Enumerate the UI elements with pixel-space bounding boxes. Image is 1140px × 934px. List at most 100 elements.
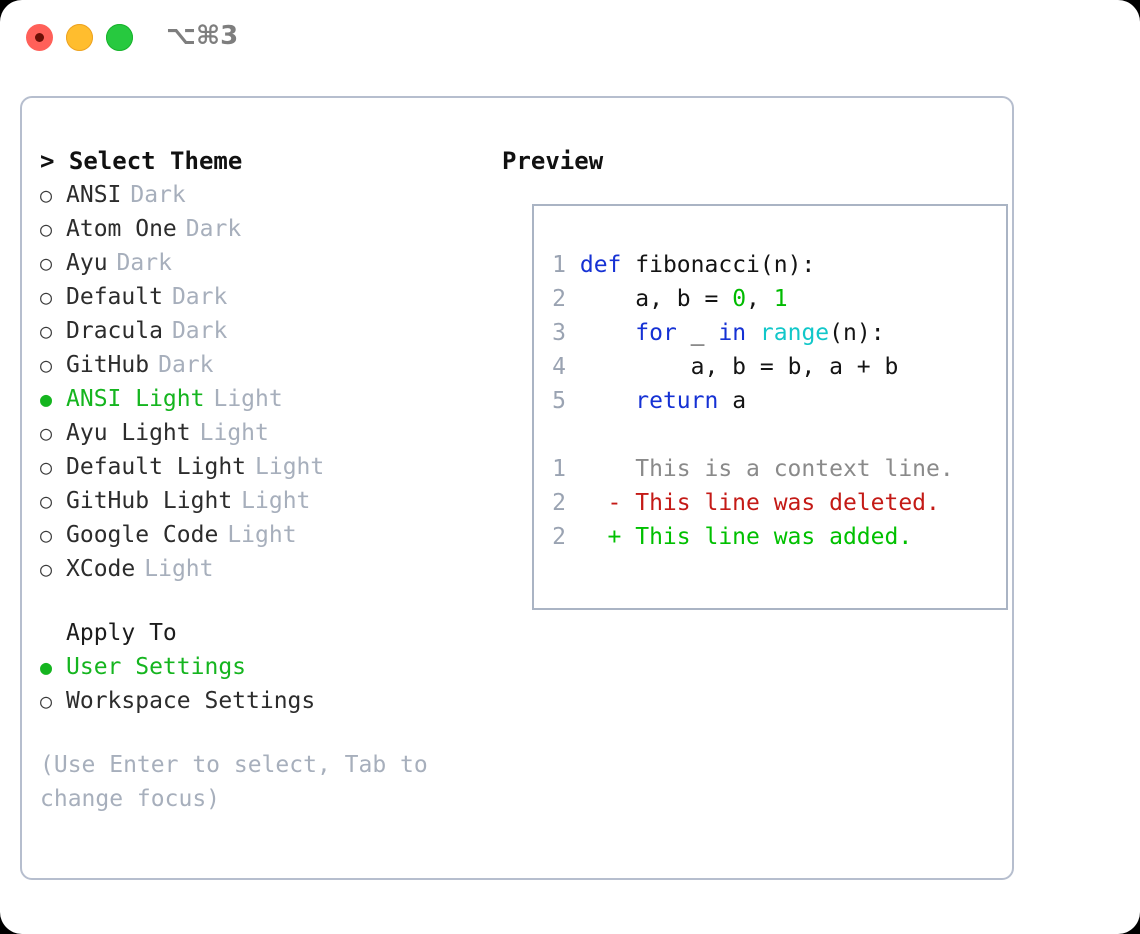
theme-option-kind: Dark bbox=[158, 352, 214, 378]
code-line: 4 a, b = b, a + b bbox=[544, 350, 898, 384]
radio-selected-icon: ● bbox=[40, 655, 53, 679]
theme-option-name: GitHub bbox=[66, 352, 150, 378]
theme-option-name: Default Light bbox=[66, 454, 247, 480]
theme-option[interactable]: ○ ANSI Dark bbox=[40, 178, 490, 212]
code-token: a, b = b, a + b bbox=[579, 354, 899, 380]
theme-option[interactable]: ● ANSI Light Light bbox=[40, 382, 490, 416]
code-token: , bbox=[746, 286, 774, 312]
radio-unselected-icon: ○ bbox=[40, 455, 53, 479]
radio-selected-icon: ● bbox=[40, 387, 53, 411]
radio-unselected-icon: ○ bbox=[40, 183, 53, 207]
apply-to-option[interactable]: ○ Workspace Settings bbox=[40, 684, 490, 718]
preview-pane: Preview 1 def fibonacci(n):2 a, b = 0, 1… bbox=[502, 144, 1008, 610]
theme-picker-heading: > Select Theme bbox=[40, 147, 243, 175]
apply-to-label: Apply To bbox=[66, 620, 177, 646]
code-line-number: 5 bbox=[552, 388, 566, 414]
title-bar: ⌥⌘3 bbox=[0, 0, 1140, 78]
code-token: 1 bbox=[773, 286, 788, 312]
theme-option[interactable]: ○ Default Dark bbox=[40, 280, 490, 314]
theme-option-name: Atom One bbox=[66, 216, 177, 242]
code-line-number: 1 bbox=[552, 252, 566, 278]
diff-line-text: This is a context line. bbox=[566, 456, 954, 482]
theme-option-name: GitHub Light bbox=[66, 488, 233, 514]
code-line: 2 a, b = 0, 1 bbox=[544, 282, 898, 316]
theme-option[interactable]: ○ GitHub Dark bbox=[40, 348, 490, 382]
code-token bbox=[580, 320, 635, 346]
code-token: (n): bbox=[829, 320, 885, 346]
diff-line: 2 + This line was added. bbox=[544, 520, 954, 554]
apply-to-option-name: Workspace Settings bbox=[66, 688, 316, 714]
list-spacer bbox=[40, 586, 490, 616]
code-token: a bbox=[718, 388, 747, 414]
code-line: 5 return a bbox=[544, 384, 898, 418]
theme-option-kind: Light bbox=[213, 386, 283, 412]
radio-unselected-icon: ○ bbox=[40, 689, 53, 713]
radio-unselected-icon: ○ bbox=[40, 353, 53, 377]
theme-option-kind: Dark bbox=[130, 182, 186, 208]
traffic-lights bbox=[26, 24, 133, 51]
code-token bbox=[580, 388, 635, 414]
code-token: fibonacci bbox=[635, 252, 760, 278]
radio-unselected-icon: ○ bbox=[40, 557, 53, 581]
maximize-window-icon[interactable] bbox=[106, 24, 133, 51]
radio-unselected-icon: ○ bbox=[40, 285, 53, 309]
minimize-window-icon[interactable] bbox=[66, 24, 93, 51]
apply-to-option-name: User Settings bbox=[66, 654, 247, 680]
keyboard-shortcut-label: ⌥⌘3 bbox=[166, 21, 239, 51]
theme-option-name: ANSI bbox=[66, 182, 122, 208]
code-token: range bbox=[759, 320, 830, 346]
code-token: (n): bbox=[759, 252, 816, 278]
diff-line-number: 1 bbox=[552, 456, 566, 482]
theme-option-name: Google Code bbox=[66, 522, 219, 548]
diff-line-text: + This line was added. bbox=[566, 524, 913, 550]
close-window-icon[interactable] bbox=[26, 24, 53, 51]
theme-option-name: Dracula bbox=[66, 318, 163, 344]
theme-option-kind: Light bbox=[241, 488, 311, 514]
radio-unselected-icon: ○ bbox=[40, 489, 53, 513]
diff-line-number: 2 bbox=[552, 524, 566, 550]
radio-unselected-icon: ○ bbox=[40, 251, 53, 275]
code-token: for bbox=[635, 320, 677, 346]
theme-option-name: Default bbox=[66, 284, 163, 310]
theme-option-name: ANSI Light bbox=[66, 386, 205, 412]
code-line-number: 2 bbox=[552, 286, 566, 312]
preview-heading: Preview bbox=[502, 147, 604, 175]
theme-option-kind: Light bbox=[255, 454, 325, 480]
theme-option-name: Ayu bbox=[66, 250, 108, 276]
radio-unselected-icon: ○ bbox=[40, 319, 53, 343]
code-token: in bbox=[718, 320, 747, 346]
theme-option[interactable]: ○ Ayu Dark bbox=[40, 246, 490, 280]
code-line-number: 3 bbox=[552, 320, 566, 346]
theme-option-kind: Light bbox=[227, 522, 297, 548]
radio-unselected-icon: ○ bbox=[40, 217, 53, 241]
diff-line-text: - This line was deleted. bbox=[566, 490, 940, 516]
theme-option[interactable]: ○ GitHub Light Light bbox=[40, 484, 490, 518]
radio-unselected-icon: ○ bbox=[40, 421, 53, 445]
code-token bbox=[746, 320, 760, 346]
theme-option-kind: Light bbox=[199, 420, 269, 446]
code-token bbox=[621, 252, 635, 278]
apply-to-option[interactable]: ● User Settings bbox=[40, 650, 490, 684]
theme-option[interactable]: ○ Google Code Light bbox=[40, 518, 490, 552]
code-line-number: 4 bbox=[552, 354, 566, 380]
radio-unselected-icon: ○ bbox=[40, 523, 53, 547]
theme-option[interactable]: ○ Default Light Light bbox=[40, 450, 490, 484]
code-token: a, b = bbox=[579, 286, 733, 312]
code-token: def bbox=[579, 252, 622, 278]
diff-sample: 1 This is a context line.2 - This line w… bbox=[544, 452, 954, 554]
theme-option-name: Ayu Light bbox=[66, 420, 191, 446]
theme-option-kind: Dark bbox=[171, 284, 228, 310]
diff-line-number: 2 bbox=[552, 490, 566, 516]
diff-line: 1 This is a context line. bbox=[544, 452, 954, 486]
theme-option[interactable]: ○ Ayu Light Light bbox=[40, 416, 490, 450]
diff-line: 2 - This line was deleted. bbox=[544, 486, 954, 520]
theme-option-kind: Light bbox=[144, 556, 214, 582]
theme-option-kind: Dark bbox=[116, 250, 172, 276]
